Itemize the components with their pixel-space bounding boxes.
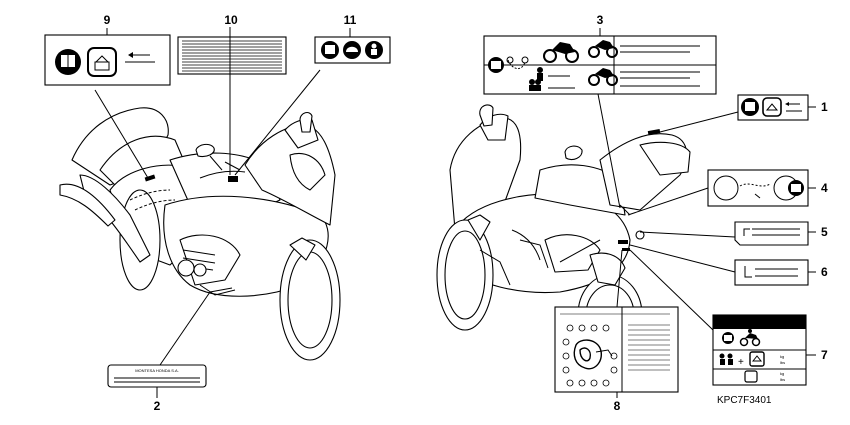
load-unit-lb-2: lbs	[780, 377, 785, 382]
label-5-group	[734, 221, 809, 246]
callout-9: 9	[104, 13, 111, 27]
callout-1: 1	[821, 100, 828, 114]
load-unit-kg-2: kg	[780, 371, 784, 376]
callout-6: 6	[821, 265, 828, 279]
callout-11: 11	[344, 13, 357, 27]
luggage-icon	[762, 97, 782, 117]
motorcycle-icon	[588, 68, 618, 86]
callout-10: 10	[224, 13, 238, 27]
rider-icon	[719, 353, 733, 365]
label-4-group	[707, 169, 809, 207]
motorcycle-icon	[543, 42, 579, 63]
callout-2: 2	[154, 399, 161, 413]
callout-4: 4	[821, 181, 828, 195]
motorcycle-icon	[588, 40, 618, 58]
svg-text:+: +	[738, 357, 744, 368]
load-unit-kg: kg	[780, 354, 784, 359]
callout-8: 8	[614, 399, 621, 413]
label-3-group	[483, 35, 717, 95]
motorcycle-left-view	[59, 107, 341, 361]
load-unit-lb: lbs	[780, 360, 785, 365]
rider-icon	[529, 67, 543, 91]
luggage-icon	[749, 351, 765, 367]
label-1-group	[737, 94, 809, 121]
label-7-group: + kg lbs kg lbs	[712, 314, 807, 386]
callout-5: 5	[821, 225, 828, 239]
label-10-group	[177, 36, 287, 75]
label-6-group	[734, 259, 809, 286]
callout-3: 3	[597, 13, 604, 27]
drawing-code: KPC7F3401	[717, 395, 772, 406]
luggage-icon	[87, 47, 117, 77]
luggage-icon	[744, 370, 758, 383]
manufacturer-plate-text: MONTESA HONDA S.A.	[135, 368, 179, 373]
label-11-group	[314, 36, 391, 64]
callout-7: 7	[821, 348, 828, 362]
label-8-group	[554, 306, 679, 393]
leader-lines	[94, 27, 816, 398]
label-2-group: MONTESA HONDA S.A.	[107, 364, 207, 388]
label-9-group	[44, 34, 171, 86]
motorcycle-icon	[739, 329, 761, 347]
